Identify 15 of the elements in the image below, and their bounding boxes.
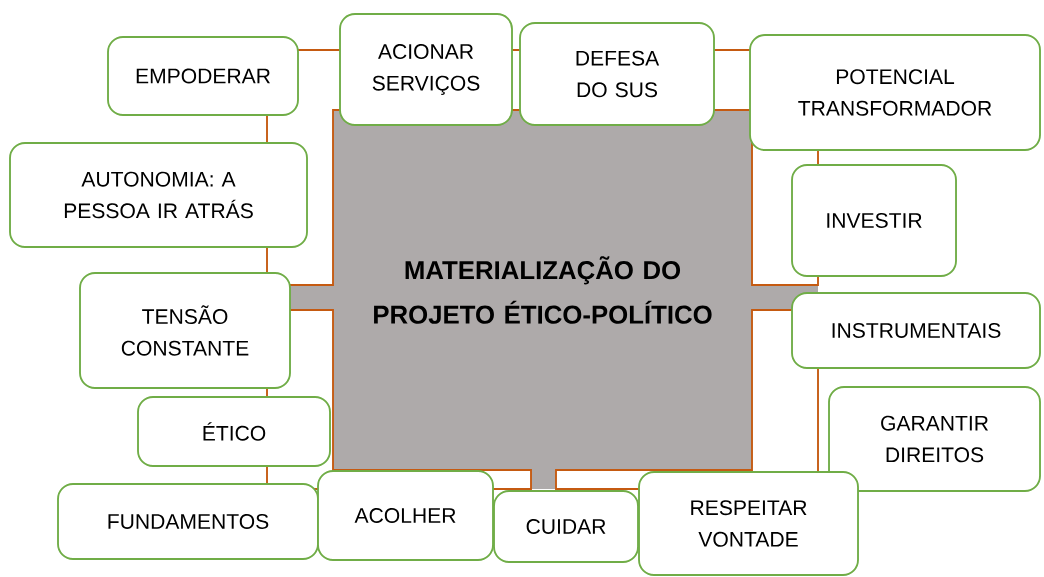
concept-box: AUTONOMIA: A PESSOA IR ATRÁS [9,142,308,248]
concept-box: ACOLHER [317,470,494,561]
concept-box: INVESTIR [791,164,957,277]
concept-box: EMPODERAR [107,36,299,116]
concept-box: ACIONAR SERVIÇOS [339,13,513,126]
concept-box: GARANTIR DIREITOS [828,386,1041,492]
concept-box: INSTRUMENTAIS [791,292,1041,369]
concept-box: ÉTICO [137,396,331,467]
concept-box: CUIDAR [493,490,639,563]
concept-box: TENSÃO CONSTANTE [79,272,291,389]
concept-box: POTENCIAL TRANSFORMADOR [749,34,1041,151]
concept-box: DEFESA DO SUS [519,22,715,126]
concept-box: FUNDAMENTOS [57,483,319,560]
node-label: FUNDAMENTOS [108,514,269,529]
concept-box: RESPEITAR VONTADE [638,471,859,576]
